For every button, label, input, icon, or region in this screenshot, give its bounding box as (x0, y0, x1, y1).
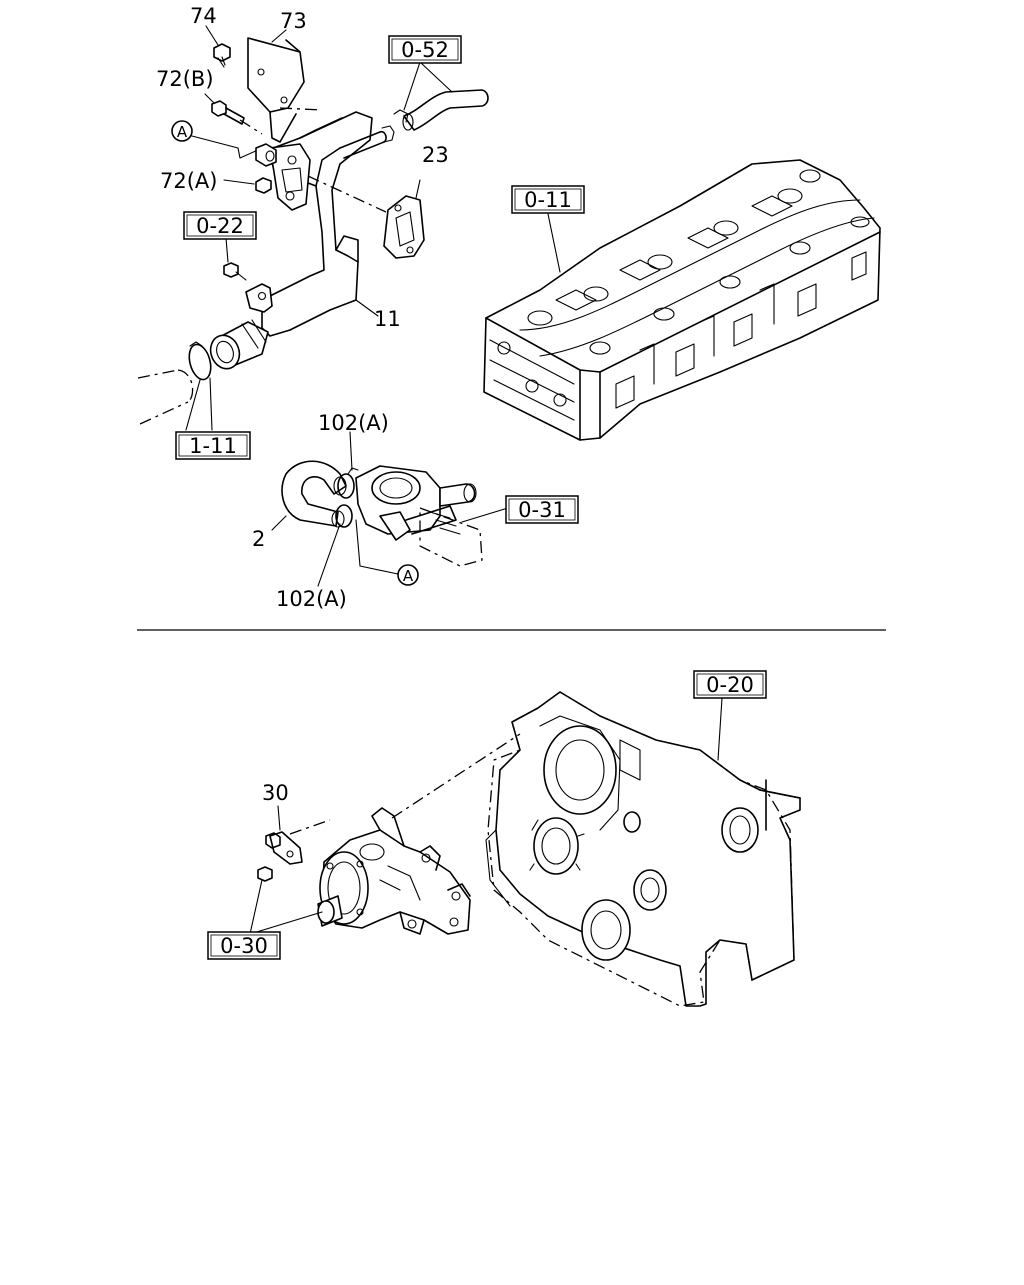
ref-box-0-20: 0-20 (693, 670, 767, 699)
ref-box-0-31: 0-31 (505, 495, 579, 524)
radiator-pipe-1-11 (137, 369, 194, 425)
leader-0-31 (461, 507, 509, 523)
ref-0-22-text: 0-22 (196, 214, 244, 238)
centerline-1 (279, 107, 323, 111)
ref-0-31-text: 0-31 (518, 498, 566, 522)
label-11: 11 (374, 307, 401, 331)
bolt-72b (211, 100, 245, 125)
leader-0-22 (225, 237, 229, 263)
ref-0-11-text: 0-11 (524, 188, 572, 212)
label-73: 73 (280, 9, 307, 33)
ref-box-0-11: 0-11 (511, 185, 585, 214)
label-30: 30 (262, 781, 289, 805)
leader-30 (277, 805, 281, 831)
leader-11 (355, 299, 379, 317)
label-2: 2 (252, 527, 265, 551)
marker-a-bottom: A (355, 519, 419, 586)
leader-0-20 (717, 697, 723, 761)
ref-1-11-text: 1-11 (189, 434, 237, 458)
bolt-72a (255, 177, 272, 194)
marker-a-top: A (171, 120, 259, 159)
cylinder-head-0-11 (483, 159, 881, 441)
hose-0-52 (393, 89, 489, 131)
ref-box-0-22: 0-22 (183, 211, 257, 240)
fitting-a (255, 143, 277, 167)
centerline-pump-2 (289, 819, 331, 835)
label-72b: 72(B) (156, 67, 214, 91)
ref-box-0-52: 0-52 (388, 35, 462, 64)
leader-73 (271, 29, 287, 43)
centerline-3 (239, 119, 263, 135)
marker-a-top-text: A (177, 123, 188, 141)
gasket-23 (383, 195, 425, 259)
bracket-30 (265, 831, 303, 865)
bolt-74 (213, 43, 231, 68)
bracket-73 (247, 37, 305, 143)
water-pump (317, 807, 471, 935)
ref-0-20-text: 0-20 (706, 673, 754, 697)
label-72a: 72(A) (160, 169, 217, 193)
clamp-1-11 (188, 341, 212, 381)
timing-case-0-20 (485, 691, 801, 1007)
marker-a-bottom-text: A (403, 567, 414, 585)
leader-0-30 (249, 879, 323, 935)
label-102a-top: 102(A) (318, 411, 389, 435)
leader-1-11 (185, 377, 213, 431)
leader-102a-bottom (317, 523, 341, 587)
ref-box-0-30: 0-30 (207, 931, 281, 960)
label-23: 23 (422, 143, 449, 167)
leader-102a-top (349, 431, 353, 471)
leader-0-52 (403, 61, 453, 111)
thermostat-housing-0-31 (355, 465, 483, 567)
centerline-2 (307, 175, 387, 213)
centerline-pump-1 (391, 733, 521, 819)
leader-23 (415, 179, 421, 199)
leader-72a (223, 179, 255, 185)
ref-box-1-11: 1-11 (175, 431, 251, 460)
leader-2 (271, 515, 287, 531)
label-74: 74 (190, 4, 217, 28)
bolt-0-22 (223, 262, 247, 281)
ref-0-30-text: 0-30 (220, 934, 268, 958)
leader-72b (204, 93, 215, 104)
label-102a-bottom: 102(A) (276, 587, 347, 611)
bolt-0-30 (257, 866, 273, 882)
pipe-11 (209, 111, 395, 370)
clamp-102a-bottom (335, 504, 353, 528)
leader-74 (205, 25, 219, 46)
ref-0-52-text: 0-52 (401, 38, 449, 62)
leader-0-11 (547, 213, 561, 273)
